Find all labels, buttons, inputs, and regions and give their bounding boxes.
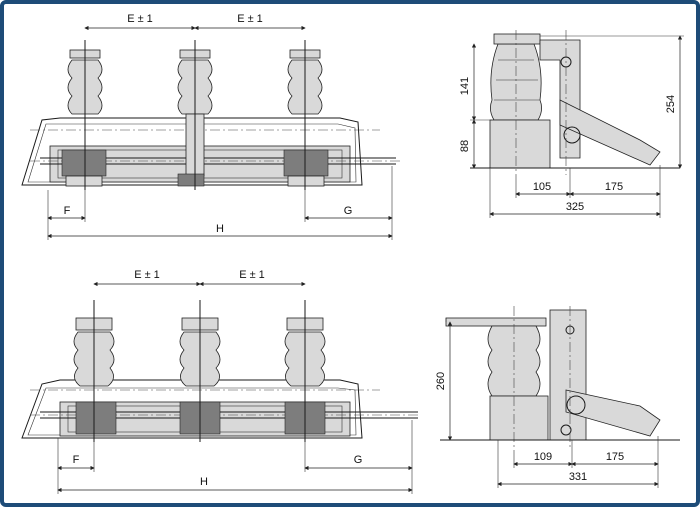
dim-h-bottom: H [200, 476, 208, 488]
dim-141: 141 [459, 77, 471, 95]
dim-g-bottom: G [354, 454, 363, 466]
insulator-middle [177, 40, 213, 190]
dim-f-top: F [64, 205, 71, 217]
insulator-right-bottom [284, 300, 326, 442]
dim-175-bottom: 175 [606, 451, 624, 463]
dim-e-right-top: E ± 1 [237, 13, 263, 25]
front-view-top: E ± 1 E ± 1 F G H [21, 13, 400, 240]
dim-f-bottom: F [73, 454, 80, 466]
insulator-middle-bottom [179, 300, 221, 442]
housing-outline-bottom [21, 379, 363, 439]
housing-outline [21, 117, 363, 186]
side-bracket-bottom [549, 309, 587, 441]
dim-175-top: 175 [605, 181, 623, 193]
insulator-left-bottom [73, 300, 117, 442]
side-arm-bottom [565, 389, 661, 437]
dim-331: 331 [569, 471, 587, 483]
dim-h-top: H [216, 223, 224, 235]
side-base-bottom [489, 395, 549, 441]
dim-e-right-bottom: E ± 1 [239, 269, 265, 281]
dim-105: 105 [533, 181, 551, 193]
side-base-top [489, 119, 551, 169]
side-arm-top [559, 99, 661, 166]
dim-e-left-bottom: E ± 1 [134, 269, 160, 281]
dim-254: 254 [665, 95, 677, 113]
dim-88: 88 [459, 140, 471, 152]
dim-325: 325 [566, 201, 584, 213]
dim-109: 109 [534, 451, 552, 463]
side-view-bottom: 260 109 175 331 [435, 306, 680, 488]
front-view-bottom: E ± 1 E ± 1 F G H [21, 269, 420, 494]
insulator-right [283, 40, 329, 190]
dim-e-left-top: E ± 1 [127, 13, 153, 25]
side-view-top: 141 88 254 105 175 325 [459, 30, 684, 218]
dim-260: 260 [435, 372, 447, 390]
dim-g-top: G [344, 205, 353, 217]
insulator-left [61, 40, 107, 190]
